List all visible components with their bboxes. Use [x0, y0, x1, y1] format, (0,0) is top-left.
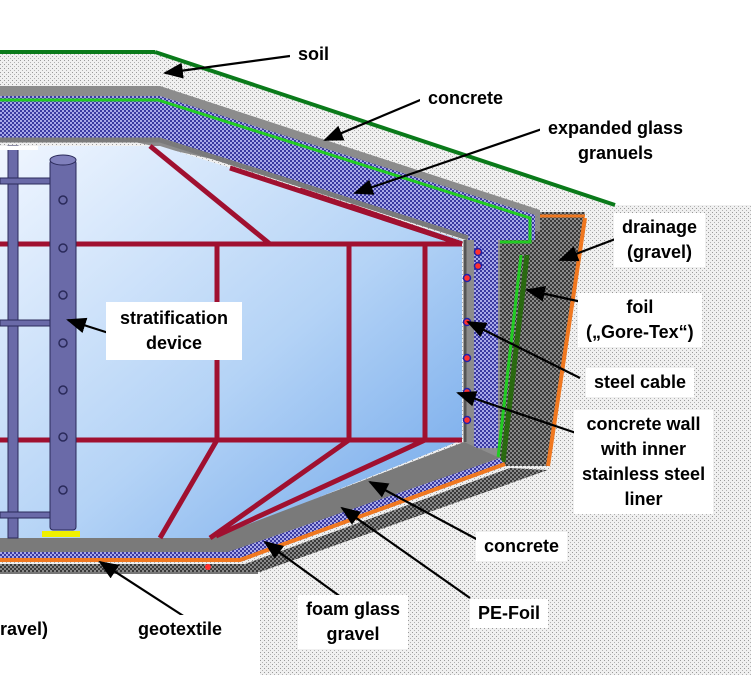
label-concrete-wall-line2: with inner — [601, 439, 687, 459]
leader-arrows — [66, 54, 619, 618]
label-pe-foil: PE-Foil — [470, 599, 548, 628]
label-pe-foil-text: PE-Foil — [478, 603, 540, 623]
label-gravel-partial-text: ravel) — [0, 619, 49, 639]
gore-tex-foil — [500, 254, 530, 463]
pe-foil-line — [0, 462, 506, 562]
label-concrete-top-text: concrete — [428, 88, 504, 108]
foam-glass-gravel — [0, 468, 548, 572]
stratification-device — [0, 145, 80, 539]
label-concrete-wall: concrete wall with inner stainless steel… — [574, 410, 714, 514]
label-foil: foil („Gore-Tex“) — [578, 293, 702, 347]
cover-underside — [0, 137, 469, 241]
label-steel-cable-text: steel cable — [594, 372, 687, 392]
label-geotextile: geotextile — [130, 615, 231, 644]
label-concrete-wall-line4: liner — [624, 489, 663, 509]
label-concrete-bottom: concrete — [476, 532, 568, 561]
label-expanded-glass-line1: expanded glass — [548, 118, 684, 138]
label-drainage: drainage (gravel) — [614, 213, 706, 267]
label-concrete-bottom-text: concrete — [484, 536, 560, 556]
label-stratification-line1: stratification — [120, 308, 229, 328]
wall-insulation — [474, 240, 498, 448]
label-stratification-line2: device — [145, 333, 203, 353]
label-foil-line2: („Gore-Tex“) — [586, 322, 694, 342]
label-steel-cable: steel cable — [586, 368, 695, 397]
bottom-concrete — [0, 442, 500, 556]
label-concrete-wall-line1: concrete wall — [586, 414, 701, 434]
label-foam-glass: foam glass gravel — [298, 595, 409, 649]
label-geotextile-text: geotextile — [138, 619, 223, 639]
label-foam-glass-line1: foam glass — [306, 599, 401, 619]
label-stratification-device: stratification device — [106, 302, 243, 360]
cover-green-liner — [0, 98, 532, 244]
soil-slope-line — [154, 50, 616, 207]
label-drainage-line1: drainage — [622, 217, 698, 237]
label-concrete-top: concrete — [420, 84, 512, 113]
cover-insulation — [0, 96, 535, 240]
label-expanded-glass: expanded glass granuels — [540, 114, 692, 168]
label-foil-line1: foil — [626, 297, 654, 317]
support-frame — [0, 144, 463, 541]
label-drainage-line2: (gravel) — [627, 242, 693, 262]
label-soil: soil — [290, 40, 338, 69]
label-foam-glass-line2: gravel — [326, 624, 380, 644]
label-soil-text: soil — [298, 44, 330, 64]
steel-cables — [462, 247, 483, 425]
bottom-red-marker — [205, 564, 211, 570]
gore-tex-foil-green — [496, 254, 523, 459]
label-gravel-partial: ravel) — [0, 615, 57, 644]
label-concrete-wall-line3: stainless steel — [582, 464, 706, 484]
label-expanded-glass-line2: granuels — [578, 143, 654, 163]
